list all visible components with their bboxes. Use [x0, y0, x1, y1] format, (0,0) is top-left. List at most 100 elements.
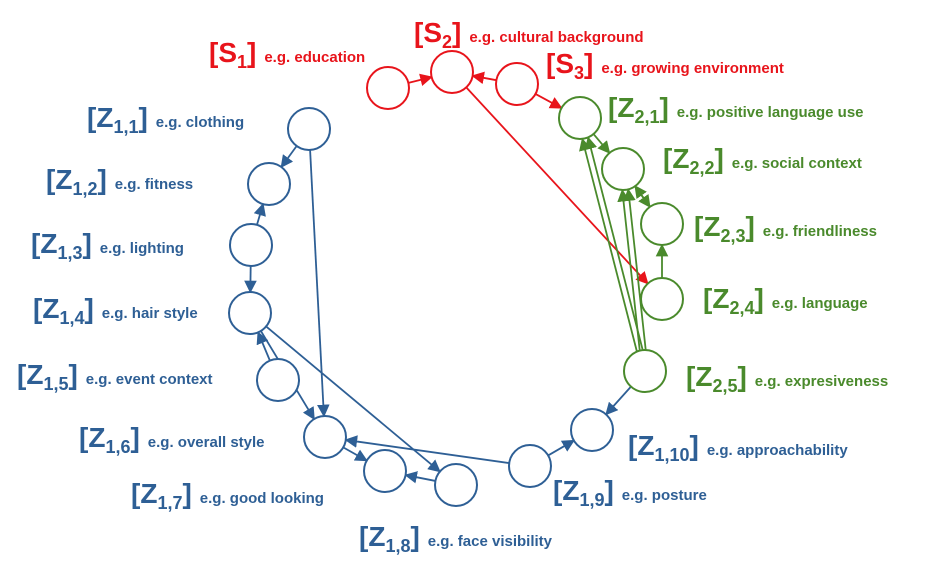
- label-s1-symbol: [S: [209, 37, 237, 68]
- node-z12: [247, 162, 291, 206]
- label-z21-subscript: 2,1: [634, 107, 659, 127]
- label-z14-subscript: 1,4: [59, 308, 84, 328]
- label-z12-subscript: 1,2: [72, 179, 97, 199]
- edge-z13-to-z12: [253, 202, 266, 226]
- node-z22: [601, 147, 645, 191]
- label-s2-bracket: ]: [452, 17, 461, 48]
- label-z11-subscript: 1,1: [113, 117, 138, 137]
- label-z16: [Z1,6]e.g. overall style: [79, 422, 265, 457]
- node-z19: [508, 444, 552, 488]
- label-z110: [Z1,10]e.g. approachability: [628, 430, 848, 465]
- label-s2-subscript: 2: [442, 32, 452, 52]
- label-z21-bracket: ]: [659, 92, 668, 123]
- label-z21-description: e.g. positive language use: [677, 104, 864, 121]
- label-z17: [Z1,7]e.g. good looking: [131, 478, 324, 513]
- label-z24-subscript: 2,4: [729, 298, 754, 318]
- label-z12-symbol: [Z: [46, 164, 72, 195]
- label-z11-bracket: ]: [138, 102, 147, 133]
- node-z23: [640, 202, 684, 246]
- label-z22-bracket: ]: [714, 143, 723, 174]
- label-z24-description: e.g. language: [772, 295, 868, 312]
- label-z25: [Z2,5] e.g. expresiveness: [686, 361, 888, 396]
- node-z13: [229, 223, 273, 267]
- edge-z25-to-z21: [579, 137, 638, 352]
- label-z14-symbol: [Z: [33, 293, 59, 324]
- edge-z25-to-z22: [617, 188, 641, 351]
- edge-s1-to-s2: [408, 73, 433, 86]
- label-s1-bracket: ]: [247, 37, 256, 68]
- label-z17-description: e.g. good looking: [200, 490, 324, 507]
- label-s1-subscript: 1: [237, 52, 247, 72]
- label-z11-symbol: [Z: [87, 102, 113, 133]
- edge-z11-to-z12: [280, 145, 298, 169]
- label-z22-description: e.g. social context: [732, 155, 862, 172]
- label-z17-symbol: [Z: [131, 478, 157, 509]
- label-z13-subscript: 1,3: [57, 243, 82, 263]
- edge-z11-to-z16: [309, 149, 330, 418]
- label-z18-symbol: [Z: [359, 521, 385, 552]
- label-s2-description: e.g. cultural background: [469, 29, 643, 46]
- label-z16-symbol: [Z: [79, 422, 105, 453]
- edge-z16-to-z17: [342, 446, 368, 462]
- label-z18: [Z1,8]e.g. face visibility: [359, 521, 553, 556]
- label-z14-description: e.g. hair style: [102, 305, 198, 322]
- label-z12-bracket: ]: [97, 164, 106, 195]
- label-z110-symbol: [Z: [628, 430, 654, 461]
- label-z21-symbol: [Z: [608, 92, 634, 123]
- label-z18-bracket: ]: [410, 521, 419, 552]
- node-z17: [363, 449, 407, 493]
- label-z15-subscript: 1,5: [43, 374, 68, 394]
- label-s1-description: e.g. education: [264, 49, 365, 66]
- label-z22-symbol: [Z: [663, 143, 689, 174]
- label-s2-symbol: [S: [414, 17, 442, 48]
- label-z25-bracket: ]: [737, 361, 746, 392]
- label-z22: [Z2,2] e.g. social context: [663, 143, 862, 178]
- edge-z19-to-z16: [344, 435, 510, 464]
- label-s1: [S1] e.g. education: [209, 37, 365, 72]
- label-z19: [Z1,9] e.g. posture: [553, 475, 707, 510]
- label-z15-bracket: ]: [68, 359, 77, 390]
- label-z12-description: e.g. fitness: [115, 176, 193, 193]
- edge-z23-to-z22: [634, 185, 651, 208]
- label-z21: [Z2,1] e.g. positive language use: [608, 92, 864, 127]
- label-z25-description: e.g. expresiveness: [755, 373, 888, 390]
- label-z19-symbol: [Z: [553, 475, 579, 506]
- label-z18-description: e.g. face visibility: [428, 533, 553, 550]
- node-z24: [640, 277, 684, 321]
- label-z24-bracket: ]: [754, 283, 763, 314]
- label-z15-symbol: [Z: [17, 359, 43, 390]
- label-z19-subscript: 1,9: [579, 490, 604, 510]
- node-s1: [366, 66, 410, 110]
- node-s2: [430, 50, 474, 94]
- label-z25-symbol: [Z: [686, 361, 712, 392]
- edge-z15-to-z14: [256, 331, 271, 361]
- label-z11: [Z1,1]e.g. clothing: [87, 102, 244, 137]
- label-z16-description: e.g. overall style: [148, 434, 265, 451]
- edge-z14-to-z18: [265, 325, 441, 473]
- edge-s3-to-s2: [471, 71, 497, 85]
- label-z110-subscript: 1,10: [654, 445, 689, 465]
- label-z23-bracket: ]: [745, 211, 754, 242]
- label-z23-symbol: [Z: [694, 211, 720, 242]
- label-s3-description: e.g. growing environment: [601, 60, 784, 77]
- edge-layer: [244, 71, 669, 484]
- label-z22-subscript: 2,2: [689, 158, 714, 178]
- edge-z18-to-z17: [404, 471, 436, 484]
- label-z15-description: e.g. event context: [86, 371, 213, 388]
- label-s3: [S3]e.g. growing environment: [546, 48, 784, 83]
- node-z11: [287, 107, 331, 151]
- label-z19-bracket: ]: [604, 475, 613, 506]
- label-z14: [Z1,4]e.g. hair style: [33, 293, 198, 328]
- node-s3: [495, 62, 539, 106]
- label-z25-subscript: 2,5: [712, 376, 737, 396]
- node-z16: [303, 415, 347, 459]
- edge-z25-to-z21: [584, 136, 644, 351]
- label-z23: [Z2,3]e.g. friendliness: [694, 211, 877, 246]
- label-z19-description: e.g. posture: [622, 487, 707, 504]
- label-z24: [Z2,4]e.g. language: [703, 283, 868, 318]
- edge-z21-to-z22: [592, 133, 611, 154]
- label-z15: [Z1,5] e.g. event context: [17, 359, 213, 394]
- edge-z19-to-z110: [547, 439, 575, 457]
- edge-z25-to-z22: [623, 188, 647, 350]
